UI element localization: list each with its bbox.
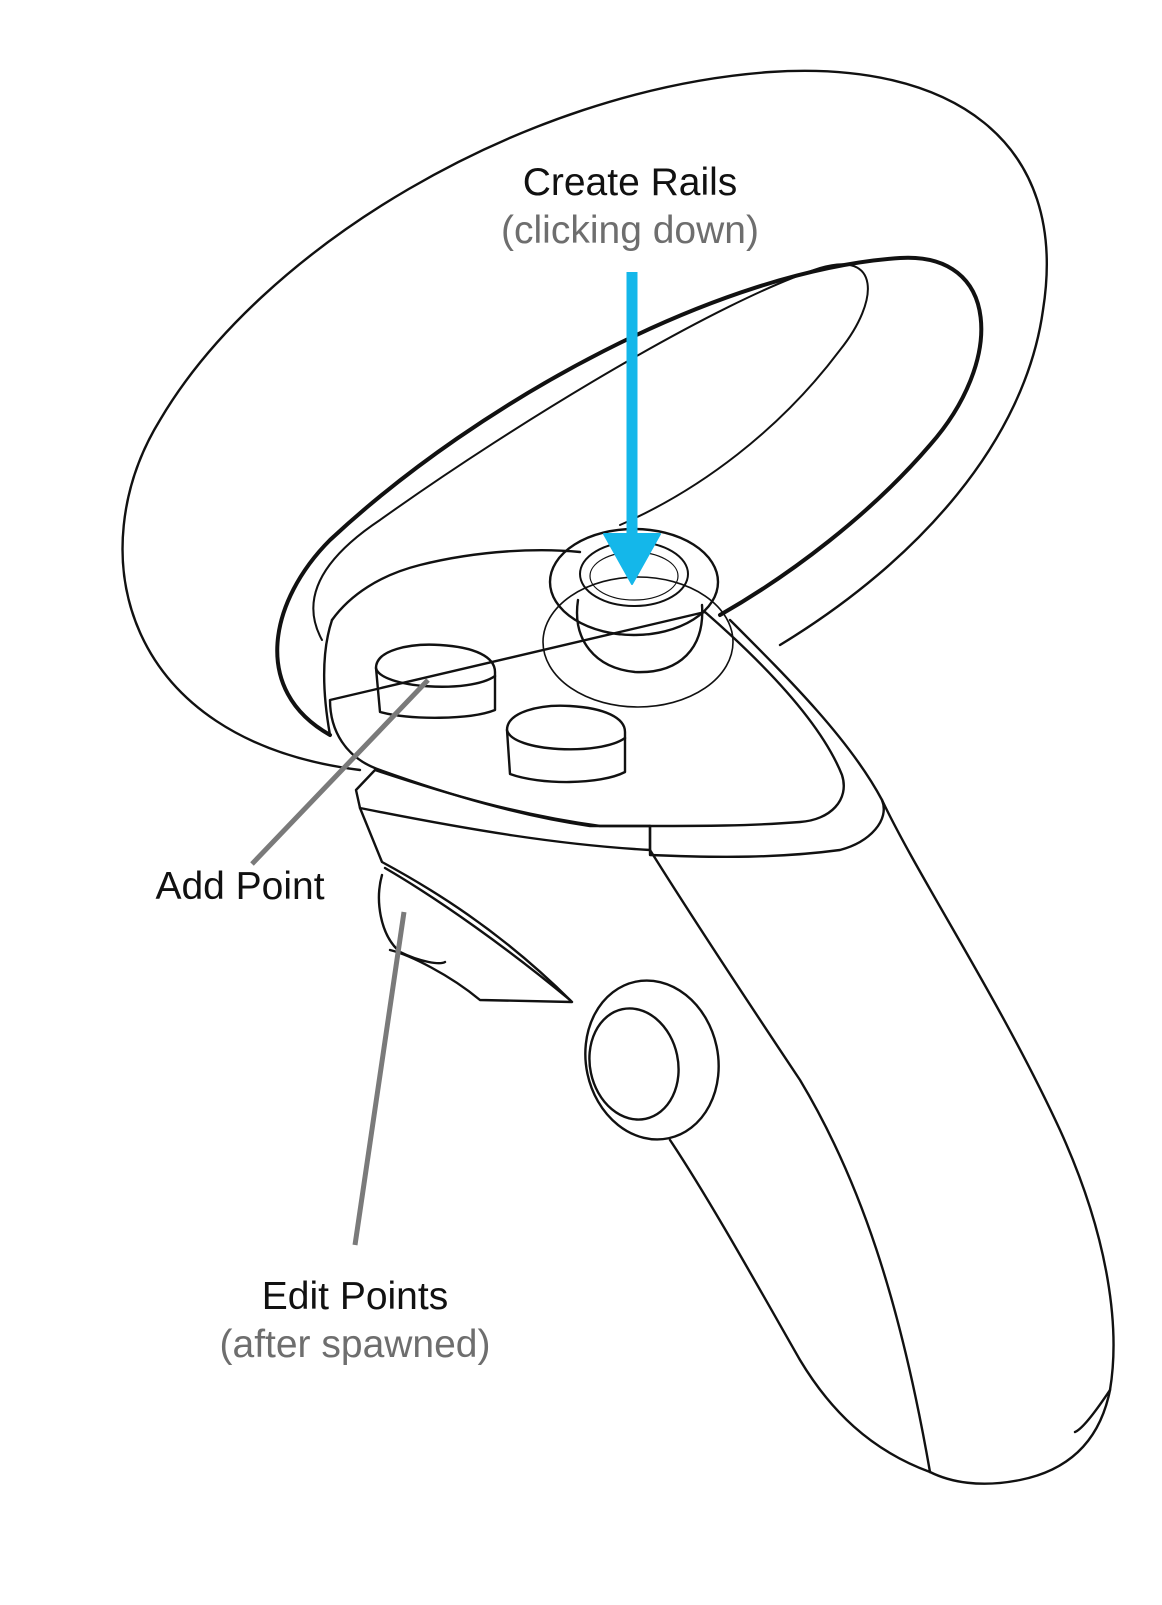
handle-end-crease [1073,1388,1112,1434]
thumbstick-shaft [575,598,704,674]
grip-trigger-shell [358,806,574,1004]
second-button-top [505,728,627,751]
handle-right-edge [880,798,1115,1485]
create-rails-label: Create Rails [522,161,738,204]
handle-left-edge [648,848,932,1474]
handle [648,798,1115,1485]
handle-collar [648,618,885,859]
ring-outer [121,69,1048,772]
side-button-inner [588,1007,680,1121]
ring-inner-edge [312,263,869,641]
add-point-button-top [374,666,497,688]
edit-points-label: Edit Points [261,1275,449,1318]
ring-inner-outline [275,255,984,737]
face-buttons [374,643,627,784]
add-point-leader [250,678,430,866]
thumbstick-base [542,576,734,708]
add-point-label: Add Point [155,865,325,908]
edit-points-leader [352,911,407,1246]
create-rails-arrow [603,272,661,585]
grip-trigger [358,806,574,1004]
face-plate-top [328,549,845,828]
leader-lines [250,678,430,1246]
add-point-button [374,643,497,719]
face-plate-front [354,768,652,852]
side-button [584,979,720,1141]
handle-underside [668,1138,932,1474]
grip-trigger-edge [383,866,572,1002]
side-button-outer [584,979,720,1141]
tracking-ring [121,69,1048,772]
create-rails-arrow-head [603,533,661,585]
create-rails-note: (clicking down) [501,209,759,252]
second-button [505,704,627,784]
face-plate-left-edge [323,618,334,737]
edit-points-note: (after spawned) [219,1323,491,1366]
